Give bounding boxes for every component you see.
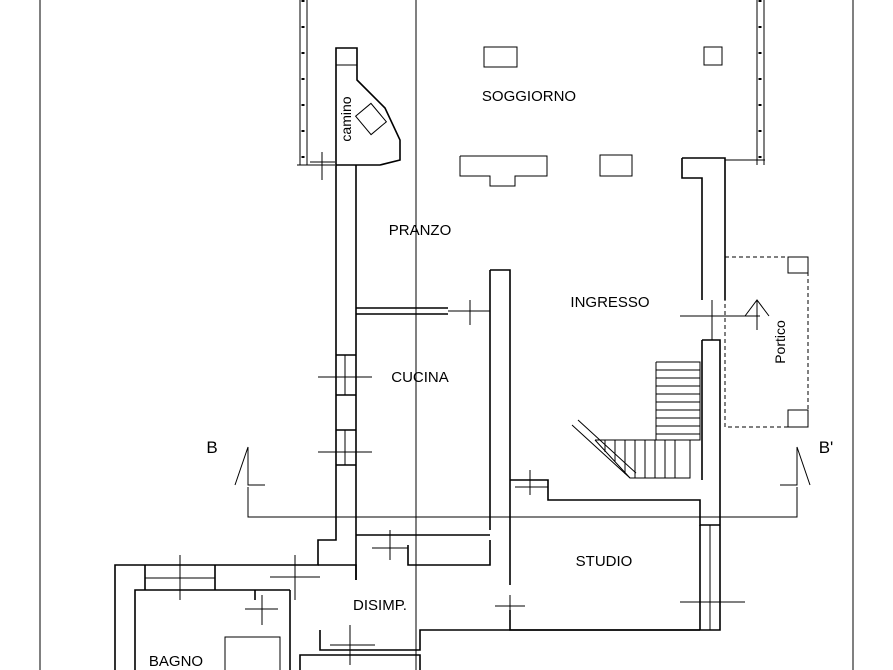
room-label-cucina: CUCINA (391, 369, 449, 386)
section-line (234, 446, 811, 518)
studio-walls (495, 470, 745, 631)
page-border (39, 0, 854, 670)
left-walls (290, 165, 372, 580)
room-label-soggiorno: SOGGIORNO (482, 88, 576, 105)
section-marker-right: B' (819, 438, 834, 457)
room-label-pranzo: PRANZO (389, 222, 452, 239)
fireplace (310, 47, 401, 180)
ingresso-walls (680, 157, 809, 515)
section-marker-left: B (206, 438, 217, 457)
fireplace-label: camino (338, 96, 354, 141)
soggiorno-windows (297, 0, 765, 166)
staircase (571, 361, 701, 479)
room-label-bagno: BAGNO (149, 653, 203, 670)
room-label-portico: Portico (772, 320, 788, 364)
room-label-disimpegno: DISIMP. (353, 597, 407, 614)
room-label-ingresso: INGRESSO (570, 294, 649, 311)
kitchen-wall (356, 269, 511, 540)
columns (459, 46, 723, 187)
room-label-studio: STUDIO (576, 553, 633, 570)
bathroom-walls (114, 530, 700, 670)
